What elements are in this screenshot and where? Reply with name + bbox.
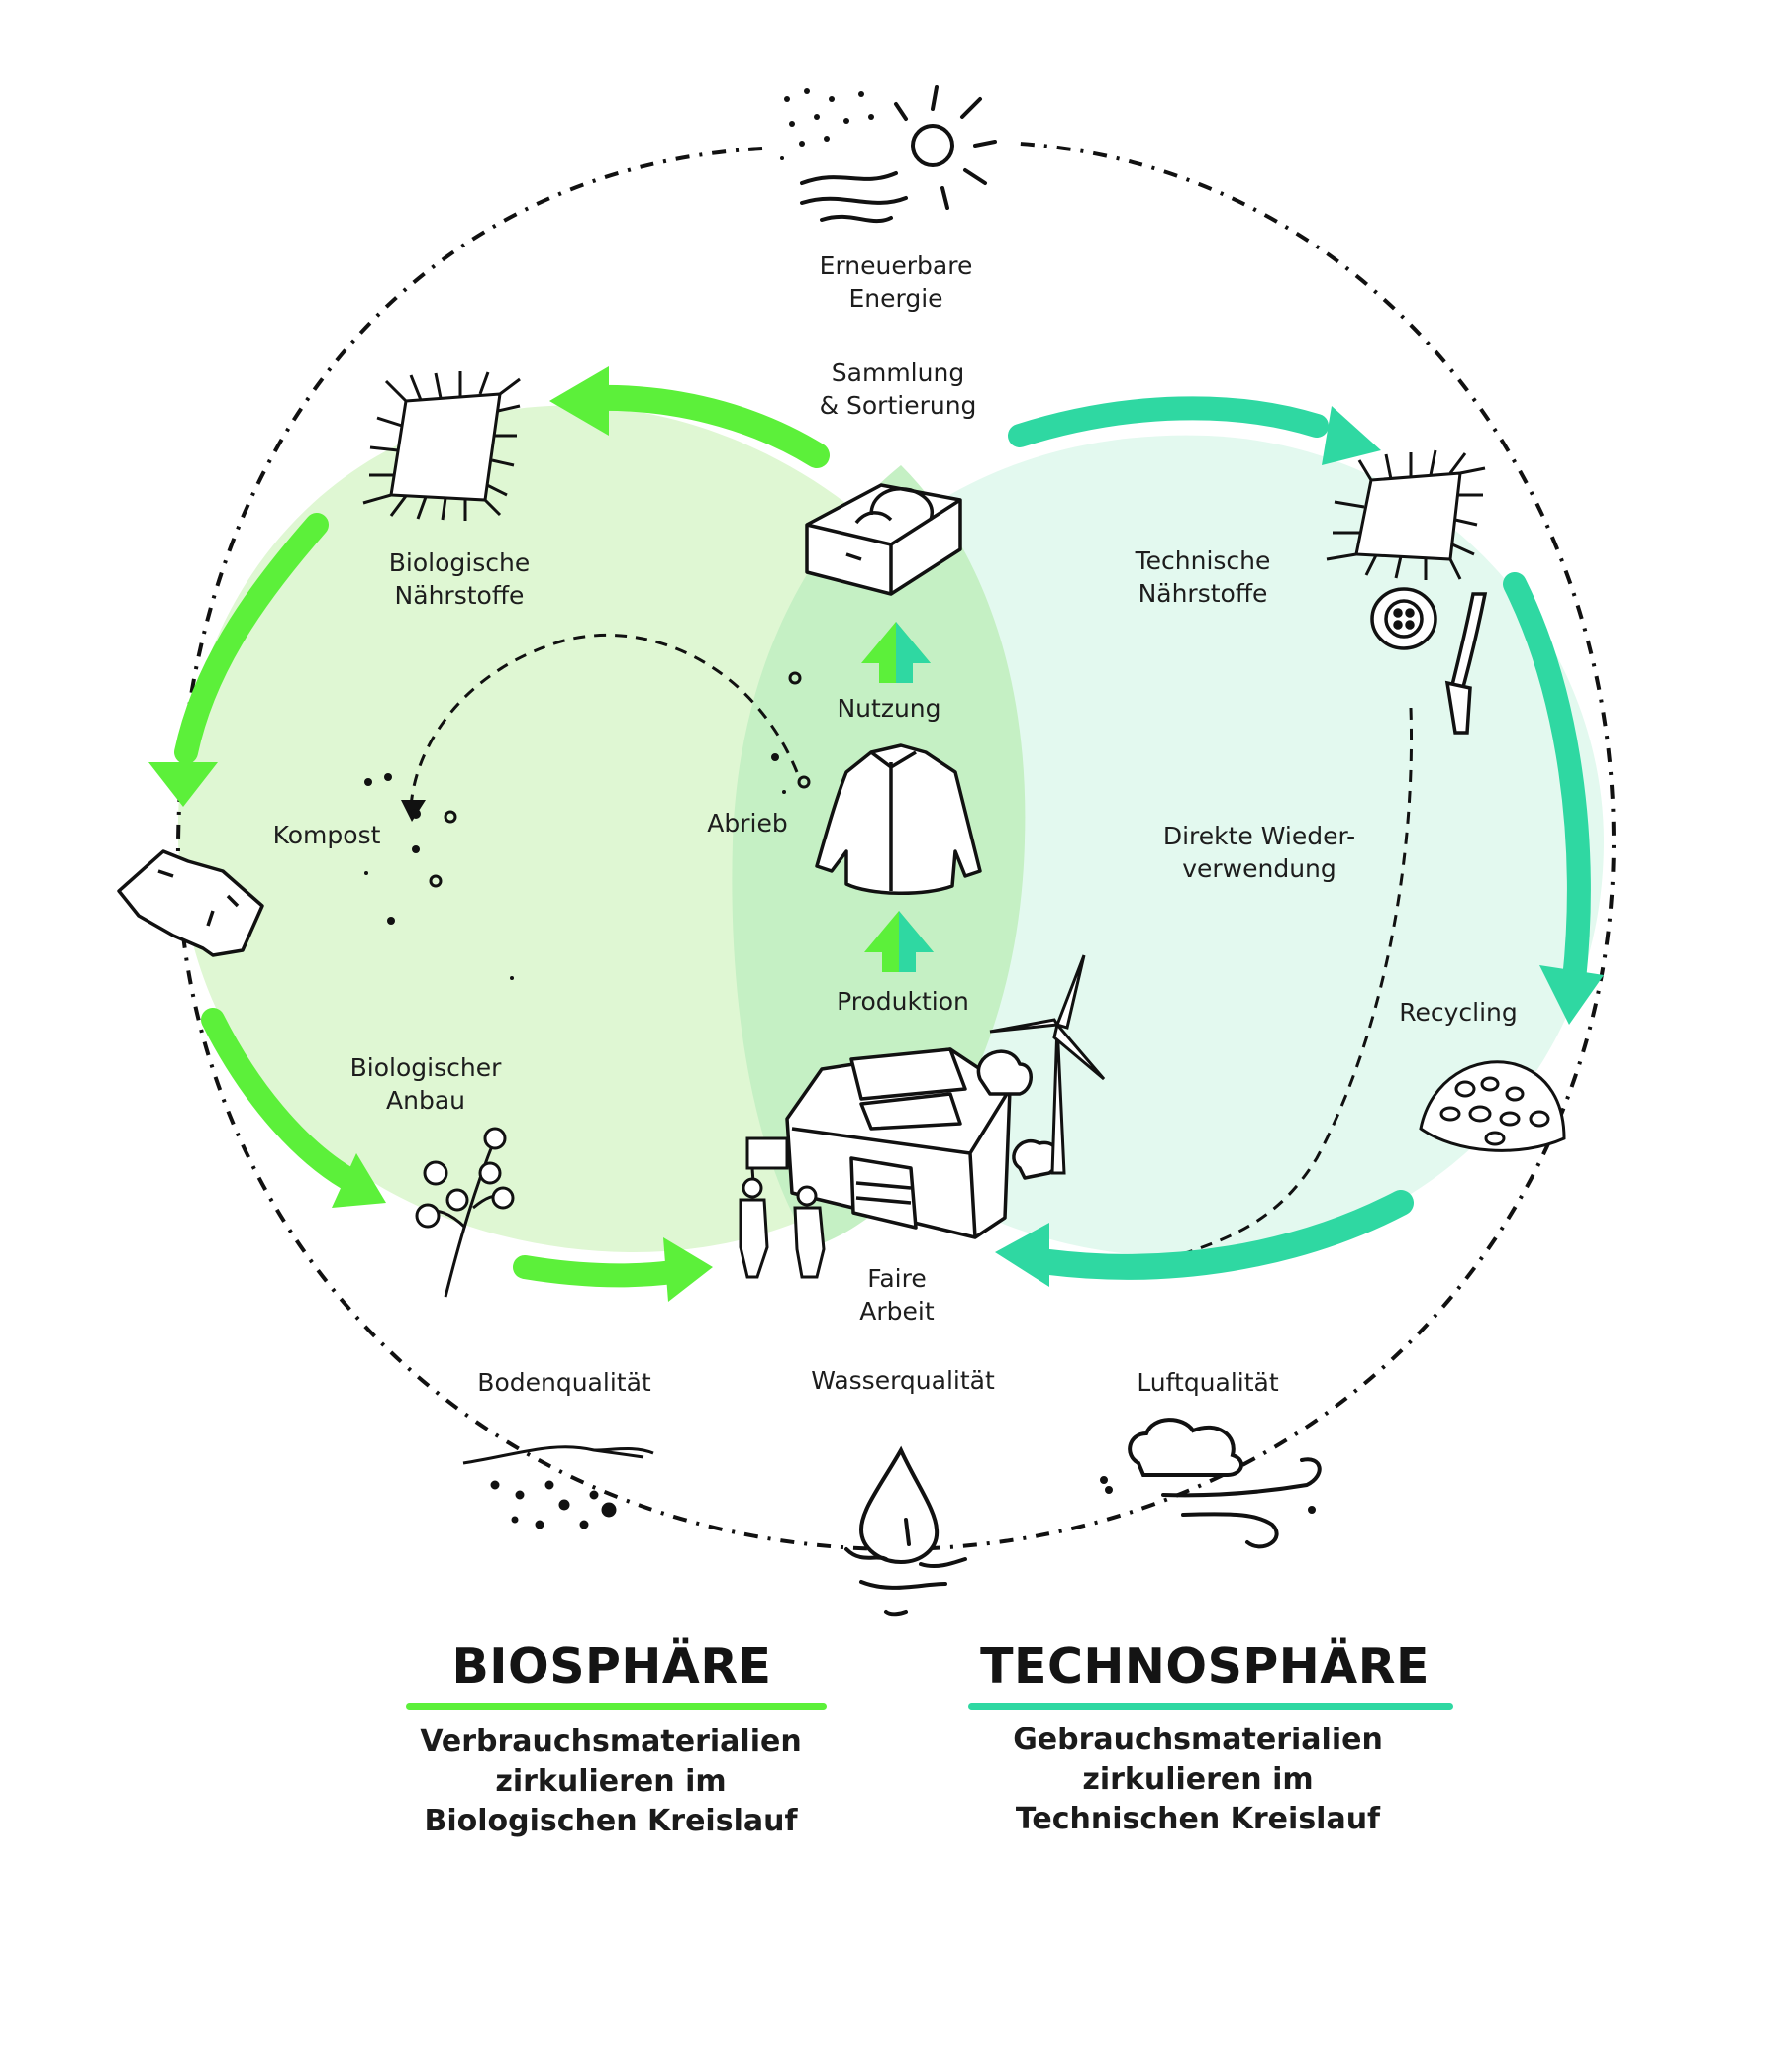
biosphere-underline xyxy=(406,1703,827,1710)
wind-turbine-icon xyxy=(989,954,1106,1175)
label-water-quality: Wasserqualität xyxy=(811,1366,995,1395)
tech-arrow-bottom xyxy=(995,1190,1414,1287)
label-soil-quality: Bodenqualität xyxy=(477,1368,651,1397)
cotton-plant-icon xyxy=(415,1127,515,1298)
compost-block-icon xyxy=(117,849,264,957)
tech-arrow-top xyxy=(1008,396,1381,465)
tech-arrow-right xyxy=(1503,572,1604,1025)
water-drop-icon xyxy=(844,1445,967,1617)
bio-arrow-bottom xyxy=(513,1237,713,1302)
sun-icon xyxy=(800,85,997,224)
arrow-up-to-garment xyxy=(864,911,934,972)
label-use: Nutzung xyxy=(837,694,941,723)
cloud-wind-icon xyxy=(1100,1418,1322,1549)
soil-icon xyxy=(462,1445,654,1529)
biosphere-title: BIOSPHÄRE xyxy=(451,1638,772,1695)
arrow-up-to-use xyxy=(861,622,931,683)
fabric-bio-icon xyxy=(362,371,521,521)
label-production: Produktion xyxy=(837,987,969,1016)
factory-icon xyxy=(785,1047,1060,1239)
sorting-box-icon xyxy=(805,483,962,596)
compost-particles xyxy=(364,671,811,980)
technosphere-title: TECHNOSPHÄRE xyxy=(980,1638,1430,1695)
label-recycling: Recycling xyxy=(1399,998,1518,1027)
jacket-icon xyxy=(815,743,982,896)
recycled-granules-icon xyxy=(1419,1060,1566,1152)
dust-dots xyxy=(780,88,874,160)
fabric-tech-icon xyxy=(1326,449,1486,580)
button-zipper-icon xyxy=(1370,587,1488,735)
technosphere-underline xyxy=(968,1703,1453,1710)
label-compost: Kompost xyxy=(272,821,381,849)
label-direct-reuse: Direkte Wieder-verwendung xyxy=(1162,822,1356,883)
bio-arrow-left xyxy=(148,513,329,807)
label-abrasion: Abrieb xyxy=(707,809,788,838)
label-collection-sorting: Sammlung& Sortierung xyxy=(819,358,977,420)
label-air-quality: Luftqualität xyxy=(1137,1368,1279,1397)
reuse-path xyxy=(1138,707,1413,1269)
workers-icon xyxy=(739,1136,826,1279)
bio-arrow-top xyxy=(549,366,830,468)
bio-arrow-lower-left xyxy=(201,1008,386,1208)
